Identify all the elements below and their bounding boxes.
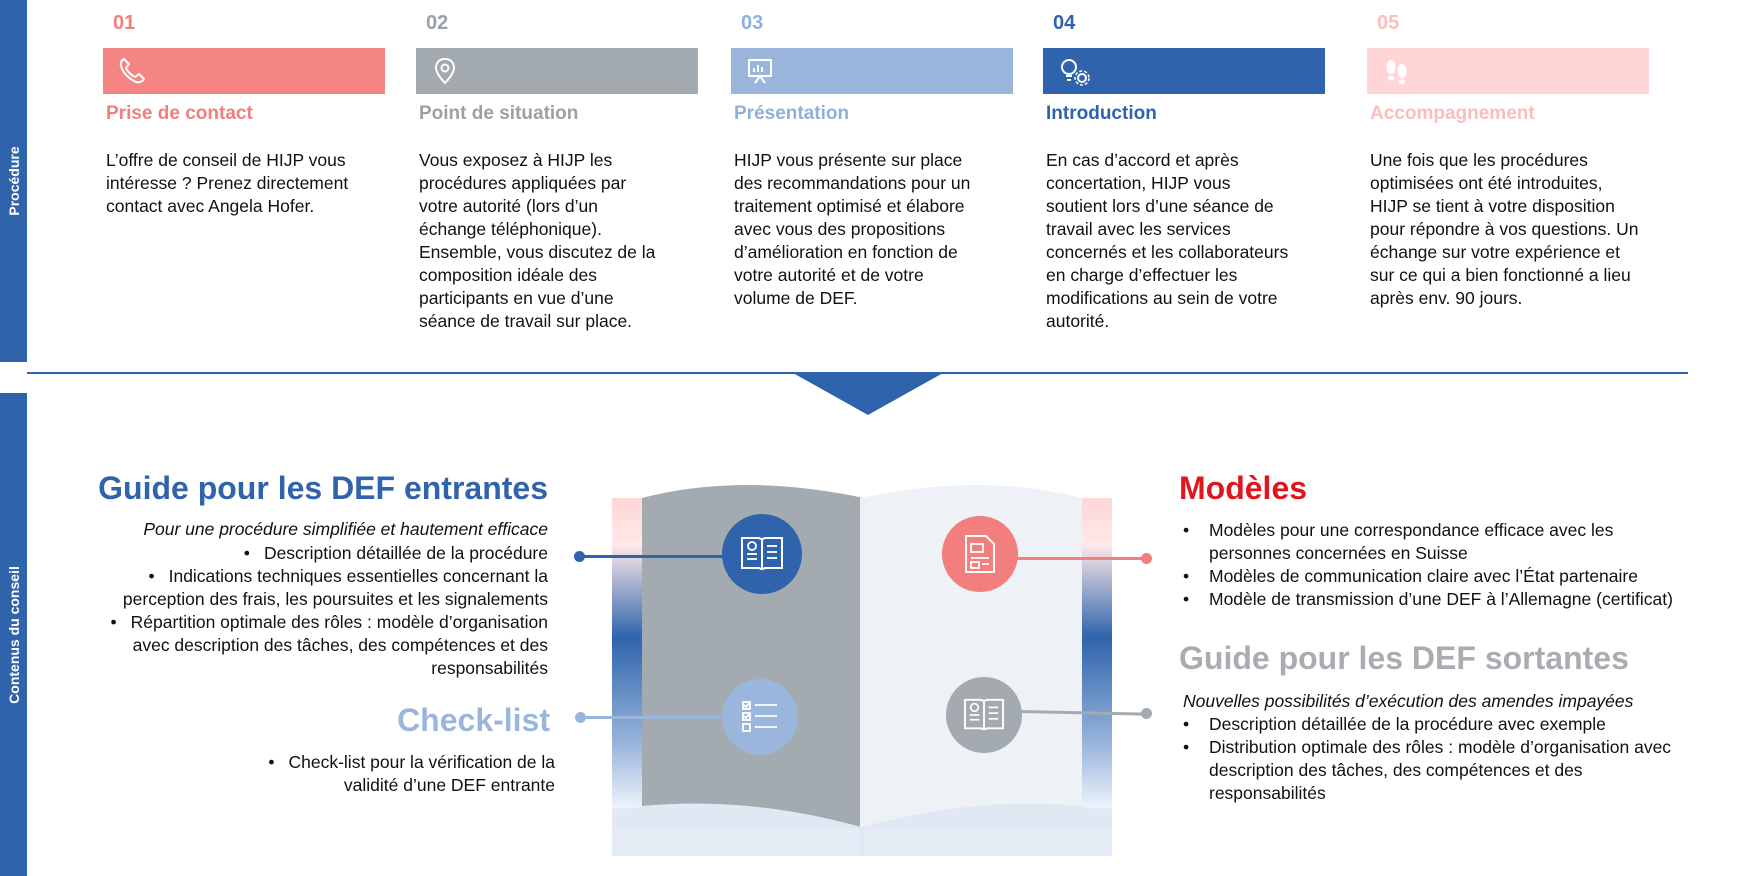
step-bar bbox=[731, 48, 1013, 94]
presentation-board-icon bbox=[748, 59, 772, 84]
step-title: Présentation bbox=[734, 103, 850, 124]
document-form-circle bbox=[942, 516, 1018, 592]
modeles-title: Modèles bbox=[1179, 470, 1308, 506]
footprints-icon bbox=[1386, 60, 1407, 85]
phone-icon bbox=[119, 58, 145, 84]
down-arrow-icon bbox=[793, 373, 943, 415]
connector-dot bbox=[1141, 553, 1152, 564]
guide-entrantes-list: •Description détaillée de la procédure •… bbox=[111, 542, 548, 680]
procedure-side-bar: Procédure bbox=[0, 0, 27, 362]
step-description: HIJP vous présente sur place des recomma… bbox=[734, 150, 971, 308]
checklist-list: •Check-list pour la vérification de la v… bbox=[268, 751, 555, 797]
procedure-side-label: Procédure bbox=[5, 146, 22, 216]
list-item: Modèles de communication claire avec l’É… bbox=[1179, 565, 1673, 588]
guide-book-icon bbox=[741, 537, 783, 570]
step-bar bbox=[1043, 48, 1325, 94]
connector-dot bbox=[574, 551, 585, 562]
list-item: •Check-list pour la vérification de la v… bbox=[268, 752, 555, 795]
step-title: Accompagnement bbox=[1370, 103, 1535, 124]
guide-book-circle bbox=[722, 514, 802, 594]
list-item: •Description détaillée de la procédure bbox=[243, 543, 548, 563]
step-3: 03 Présentation HIJP vous présente sur p… bbox=[731, 0, 1013, 310]
step-5: 05 Accompagnement Une fois que les procé… bbox=[1367, 0, 1649, 310]
guide-entrantes-title: Guide pour les DEF entrantes bbox=[98, 470, 548, 506]
step-bar bbox=[416, 48, 698, 94]
step-number: 05 bbox=[1377, 12, 1400, 34]
checklist-icon bbox=[742, 701, 777, 732]
connector-line bbox=[580, 716, 730, 719]
list-item: Distribution optimale des rôles : modèle… bbox=[1179, 736, 1671, 805]
connector-line bbox=[580, 555, 730, 558]
step-description: En cas d’accord et après concertation, H… bbox=[1046, 150, 1289, 331]
step-bar bbox=[103, 48, 385, 94]
step-title: Introduction bbox=[1046, 103, 1157, 124]
list-item: •Répartition optimale des rôles : modèle… bbox=[110, 612, 548, 678]
step-description: Vous exposez à HIJP les procédures appli… bbox=[419, 150, 656, 331]
guide-sortantes-list: Description détaillée de la procédure av… bbox=[1179, 713, 1671, 805]
step-title: Point de situation bbox=[419, 103, 579, 124]
list-item: Modèles pour une correspondance efficace… bbox=[1179, 519, 1673, 565]
checklist-circle bbox=[722, 679, 798, 755]
guide-sortantes-title: Guide pour les DEF sortantes bbox=[1179, 640, 1629, 676]
content-side-label: Contenus du conseil bbox=[5, 565, 22, 704]
location-pin-icon bbox=[434, 57, 456, 85]
modeles-list: Modèles pour une correspondance efficace… bbox=[1179, 519, 1673, 611]
open-book-circle bbox=[946, 677, 1022, 753]
step-number: 01 bbox=[113, 12, 136, 34]
connector-dot bbox=[1141, 708, 1152, 719]
step-1: 01 Prise de contact L’offre de conseil d… bbox=[103, 0, 385, 218]
step-bar bbox=[1367, 48, 1649, 94]
step-number: 02 bbox=[426, 12, 449, 34]
step-description: L’offre de conseil de HIJP vous intéress… bbox=[106, 150, 349, 216]
step-title: Prise de contact bbox=[106, 103, 253, 124]
content-side-bar: Contenus du conseil bbox=[0, 393, 27, 876]
list-item: •Indications techniques essentielles con… bbox=[122, 566, 548, 609]
list-item: Description détaillée de la procédure av… bbox=[1179, 713, 1671, 736]
connector-line bbox=[1016, 557, 1144, 560]
open-book-illustration bbox=[612, 485, 1112, 856]
step-2: 02 Point de situation Vous exposez à HIJ… bbox=[416, 0, 698, 333]
list-item: Modèle de transmission d’une DEF à l’All… bbox=[1179, 588, 1673, 611]
guide-sortantes-subtitle: Nouvelles possibilités d’exécution des a… bbox=[1183, 691, 1634, 711]
idea-gear-icon bbox=[1061, 59, 1090, 86]
step-4: 04 Introduction En cas d’accord et après… bbox=[1043, 0, 1325, 333]
open-book-icon bbox=[964, 698, 1004, 731]
step-number: 04 bbox=[1053, 12, 1076, 34]
checklist-title: Check-list bbox=[397, 702, 550, 738]
document-form-icon bbox=[965, 535, 995, 573]
guide-entrantes-subtitle: Pour une procédure simplifiée et hauteme… bbox=[143, 519, 548, 539]
step-description: Une fois que les procédures optimisées o… bbox=[1370, 150, 1639, 308]
step-number: 03 bbox=[741, 12, 764, 34]
